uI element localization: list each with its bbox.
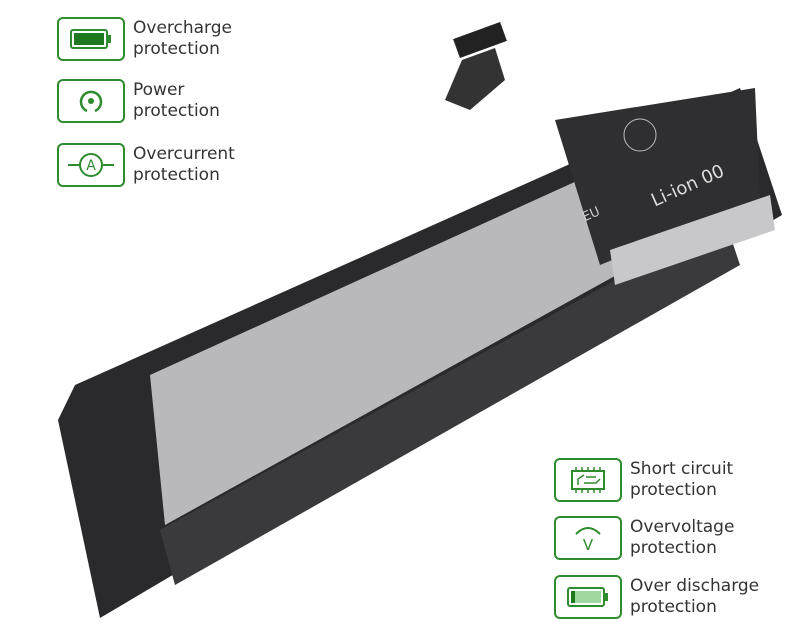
feature-title: Short circuit bbox=[630, 459, 734, 479]
feature-subtitle: protection bbox=[630, 597, 717, 617]
battery-full-icon bbox=[57, 17, 125, 61]
svg-text:V: V bbox=[583, 536, 594, 554]
feature-subtitle: protection bbox=[630, 538, 717, 558]
feature-title: Overcurrent bbox=[133, 144, 235, 164]
feature-title: Power bbox=[133, 80, 185, 100]
battery-warning-text-area bbox=[160, 220, 740, 585]
feature-title: Overvoltage bbox=[630, 517, 735, 537]
connector-cable bbox=[445, 48, 505, 110]
feature-subtitle: protection bbox=[133, 39, 220, 59]
feature-title: Over discharge bbox=[630, 576, 760, 596]
svg-text:A: A bbox=[86, 158, 96, 174]
eu-label: EU bbox=[580, 204, 602, 225]
feature-subtitle: protection bbox=[133, 165, 220, 185]
battery-low-icon bbox=[554, 575, 622, 619]
ammeter-icon: A bbox=[57, 143, 125, 187]
feature-subtitle: protection bbox=[133, 101, 220, 121]
circuit-board-icon bbox=[554, 458, 622, 502]
connector bbox=[453, 22, 507, 58]
recycle-icon bbox=[623, 118, 657, 152]
barcode-label bbox=[610, 195, 775, 285]
feature-subtitle: protection bbox=[630, 480, 717, 500]
power-icon bbox=[57, 79, 125, 123]
feature-title: Overcharge bbox=[133, 18, 232, 38]
battery-label bbox=[150, 125, 725, 525]
voltmeter-icon: V bbox=[554, 516, 622, 560]
